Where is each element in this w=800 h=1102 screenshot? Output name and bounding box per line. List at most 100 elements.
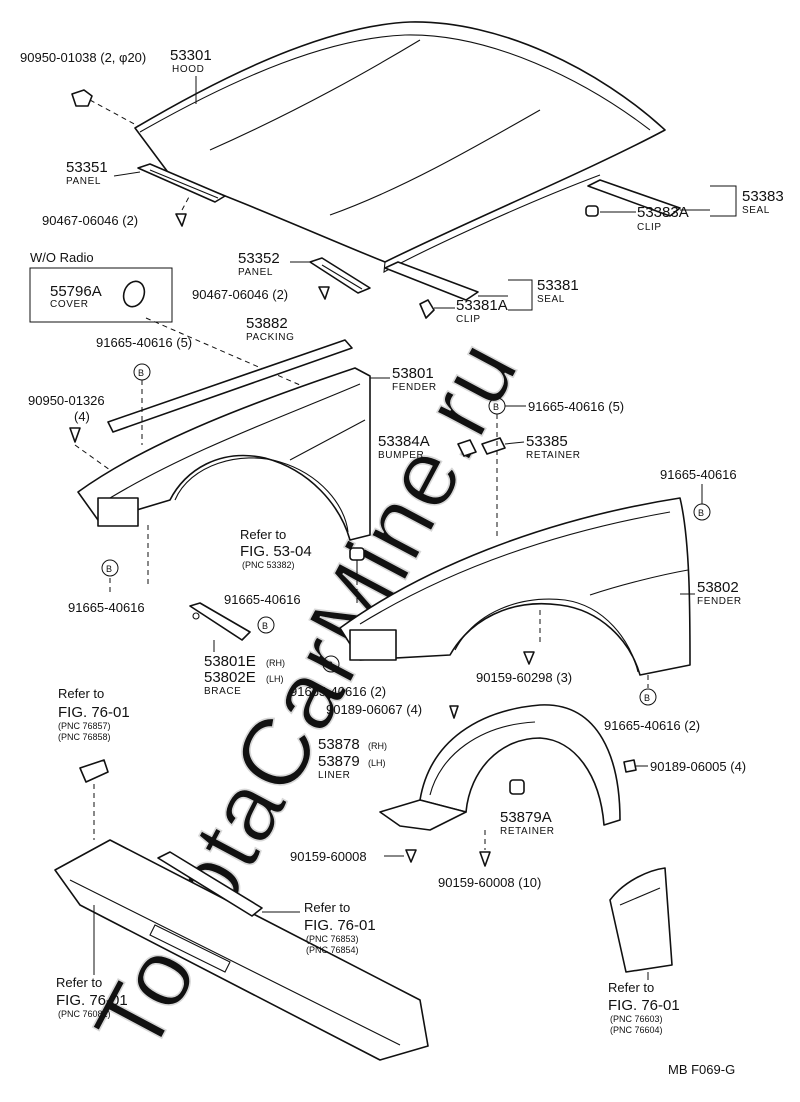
retainer-bolt-part-number: 91665-40616 (5) [528, 399, 624, 414]
refer-5304-line2: FIG. 53-04 [240, 543, 312, 560]
liner-lh-label: (LH) [368, 758, 386, 768]
liner-name: LINER [318, 770, 350, 781]
seal-front-drawing [384, 261, 479, 301]
seal-rear-name: SEAL [742, 205, 770, 216]
svg-text:B: B [262, 621, 268, 631]
seal-rear-clip-part-number: 53383A [637, 204, 689, 221]
svg-text:B: B [327, 660, 333, 670]
liner-retainer-name: RETAINER [500, 826, 555, 837]
liner-screw-left-part-number: 90159-60008 [290, 849, 367, 864]
refer-bracket-pnc1: (PNC 76857) [58, 721, 111, 731]
wo-radio-box [29, 267, 173, 323]
refer-bracket-line2: FIG. 76-01 [58, 704, 130, 721]
fender-right-part-number: 53802 [697, 579, 739, 596]
svg-text:B: B [106, 564, 112, 574]
liner-rh-part-number: 53878 [318, 736, 360, 753]
seal-rear-clip [585, 205, 599, 217]
panel-right-name: PANEL [238, 267, 273, 278]
seal-rear-part-number: 53383 [742, 188, 784, 205]
brace-drawing [189, 602, 251, 641]
fender-right-drawing [339, 497, 691, 676]
svg-text:B: B [138, 368, 144, 378]
panel-left-name: PANEL [66, 176, 101, 187]
spoiler-bracket-drawing [79, 759, 109, 783]
liner-rh-label: (RH) [368, 741, 387, 751]
hood-support-bolt [349, 547, 365, 576]
refer-mudflap-line2: FIG. 76-01 [608, 997, 680, 1014]
bolt-symbol-brace: B [257, 616, 275, 634]
bolt-symbol-fender-right-front: B [322, 655, 340, 673]
panel-right-clip-part-number: 90467-06046 (2) [192, 287, 288, 302]
wo-radio-part-number: 55796A [50, 283, 102, 300]
liner-retainer-part-number: 53879A [500, 809, 552, 826]
bumper-drawing [457, 439, 477, 457]
liner-screw-bottom [479, 851, 491, 867]
fender-left-top-bolt: 91665-40616 (5) [96, 335, 192, 350]
seal-front-clip [419, 299, 435, 319]
svg-text:B: B [644, 693, 650, 703]
bolt-symbol-fender-right-top: B [693, 503, 711, 521]
refer-spoiler-pnc1: (PNC 76853) [306, 934, 359, 944]
retainer-part-number: 53385 [526, 433, 568, 450]
refer-spoiler-pnc2: (PNC 76854) [306, 945, 359, 955]
packing-part-number: 53882 [246, 315, 288, 332]
liner-retainer-drawing [509, 779, 525, 795]
mud-flap-drawing [609, 867, 673, 973]
bolt-symbol-fender-left-bottom: B [101, 559, 119, 577]
refer-mudflap-line1: Refer to [608, 980, 654, 995]
packing-name: PACKING [246, 332, 294, 343]
seal-front-clip-name: CLIP [456, 314, 481, 325]
hood-nut [71, 89, 93, 107]
fender-left-bottom-bolt: 91665-40616 [68, 600, 145, 615]
brace-rh-part-number: 53801E [204, 653, 256, 670]
packing-drawing [107, 339, 353, 433]
refer-5304-pnc: (PNC 53382) [242, 560, 295, 570]
front-spoiler-drawing [54, 839, 429, 1061]
panel-left-part-number: 53351 [66, 159, 108, 176]
liner-clip-right-part-number: 90189-06005 (4) [650, 759, 746, 774]
refer-bracket-pnc2: (PNC 76858) [58, 732, 111, 742]
svg-text:B: B [698, 508, 704, 518]
fender-left-part-number: 53801 [392, 365, 434, 382]
seal-rear-clip-name: CLIP [637, 222, 662, 233]
brace-rh-label: (RH) [266, 658, 285, 668]
fender-left-clip-part-number: 90950-01326 [28, 393, 105, 408]
liner-clip-top-part-number: 90189-06067 (4) [326, 702, 422, 717]
svg-text:B: B [493, 402, 499, 412]
fender-left-drawing [77, 367, 371, 541]
fender-right-screw-part-number: 90159-60298 (3) [476, 670, 572, 685]
brace-bolt-part-number: 91665-40616 [224, 592, 301, 607]
liner-clip-top [449, 705, 459, 719]
hood-name: HOOD [172, 64, 204, 75]
wo-radio-name: COVER [50, 299, 89, 310]
liner-screw-left [405, 849, 417, 863]
fender-right-top-bolt: 91665-40616 [660, 467, 737, 482]
seal-rear-drawing [587, 179, 681, 217]
liner-clip-right [623, 759, 637, 773]
fender-right-bottom-bolt: 91665-40616 (2) [604, 718, 700, 733]
hood-nut-part-number: 90950-01038 (2, φ20) [20, 50, 146, 65]
radio-cover-drawing [122, 280, 146, 308]
refer-mudflap-pnc1: (PNC 76603) [610, 1014, 663, 1024]
fender-right-name: FENDER [697, 596, 742, 607]
bolt-symbol-fender-right-bottom: B [639, 688, 657, 706]
refer-bumper-line1: Refer to [56, 975, 102, 990]
seal-front-part-number: 53381 [537, 277, 579, 294]
bumper-part-number: 53384A [378, 433, 430, 450]
refer-spoiler-line1: Refer to [304, 900, 350, 915]
brace-lh-label: (LH) [266, 674, 284, 684]
fender-left-clip-quantity: (4) [74, 409, 90, 424]
wo-radio-title: W/O Radio [30, 250, 94, 265]
panel-right-part-number: 53352 [238, 250, 280, 267]
hood-drawing [134, 21, 666, 273]
panel-clip-right [318, 286, 330, 300]
liner-drawing [379, 704, 621, 831]
fender-right-screw [523, 651, 535, 665]
refer-5304-line1: Refer to [240, 527, 286, 542]
panel-left-clip-part-number: 90467-06046 (2) [42, 213, 138, 228]
seal-front-clip-part-number: 53381A [456, 297, 508, 314]
hood-part-number: 53301 [170, 47, 212, 64]
spoiler-reinforcement-drawing [157, 851, 263, 917]
fender-left-clip-drawing [69, 427, 81, 443]
